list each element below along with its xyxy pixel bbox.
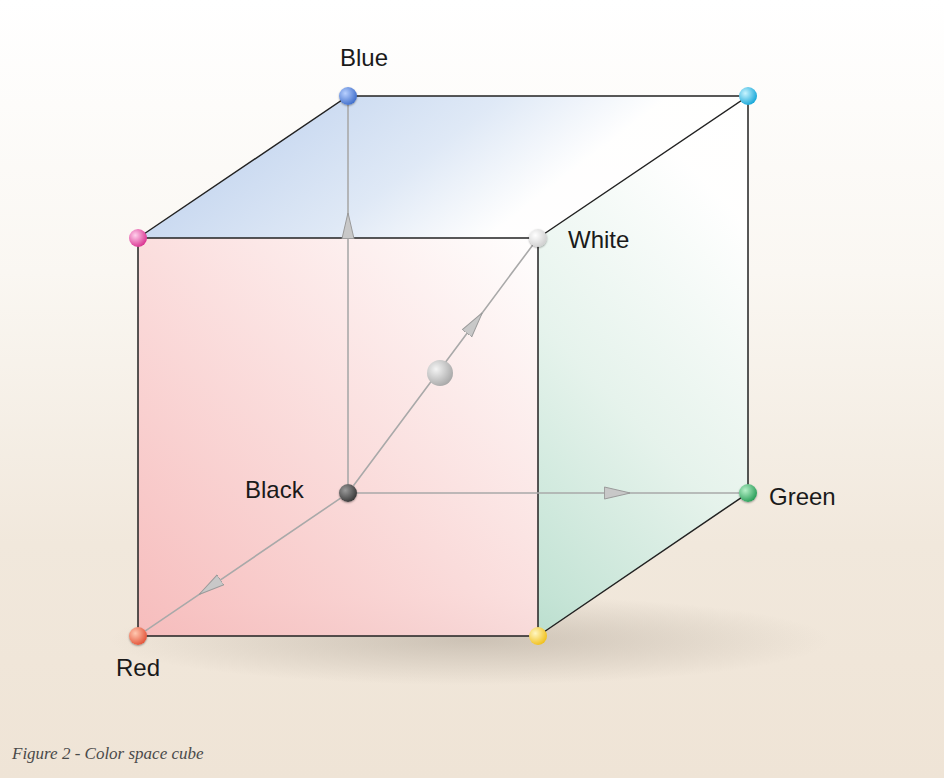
axis-arrow [357, 492, 739, 494]
color-label: Red [116, 656, 160, 680]
color-label: Black [245, 478, 304, 502]
color-label: White [568, 228, 629, 252]
axis-arrow [353, 245, 532, 486]
color-label: Blue [340, 46, 388, 70]
cyan-sphere [739, 87, 757, 105]
color-point: White [529, 229, 547, 247]
color-point: Green [739, 484, 757, 502]
color-point: Red [129, 627, 147, 645]
color-point: Blue [339, 87, 357, 105]
color-point: Black [339, 484, 357, 502]
axis-arrow [145, 498, 340, 631]
cube-edges [138, 96, 748, 636]
front-face [138, 238, 538, 636]
figure-caption: Figure 2 - Color space cube [12, 744, 204, 764]
right-face [538, 96, 748, 636]
yellow-sphere [529, 627, 547, 645]
magenta-sphere [129, 229, 147, 247]
axis-arrow [347, 105, 349, 484]
grey-sphere [427, 360, 453, 386]
color-label: Green [769, 485, 836, 509]
